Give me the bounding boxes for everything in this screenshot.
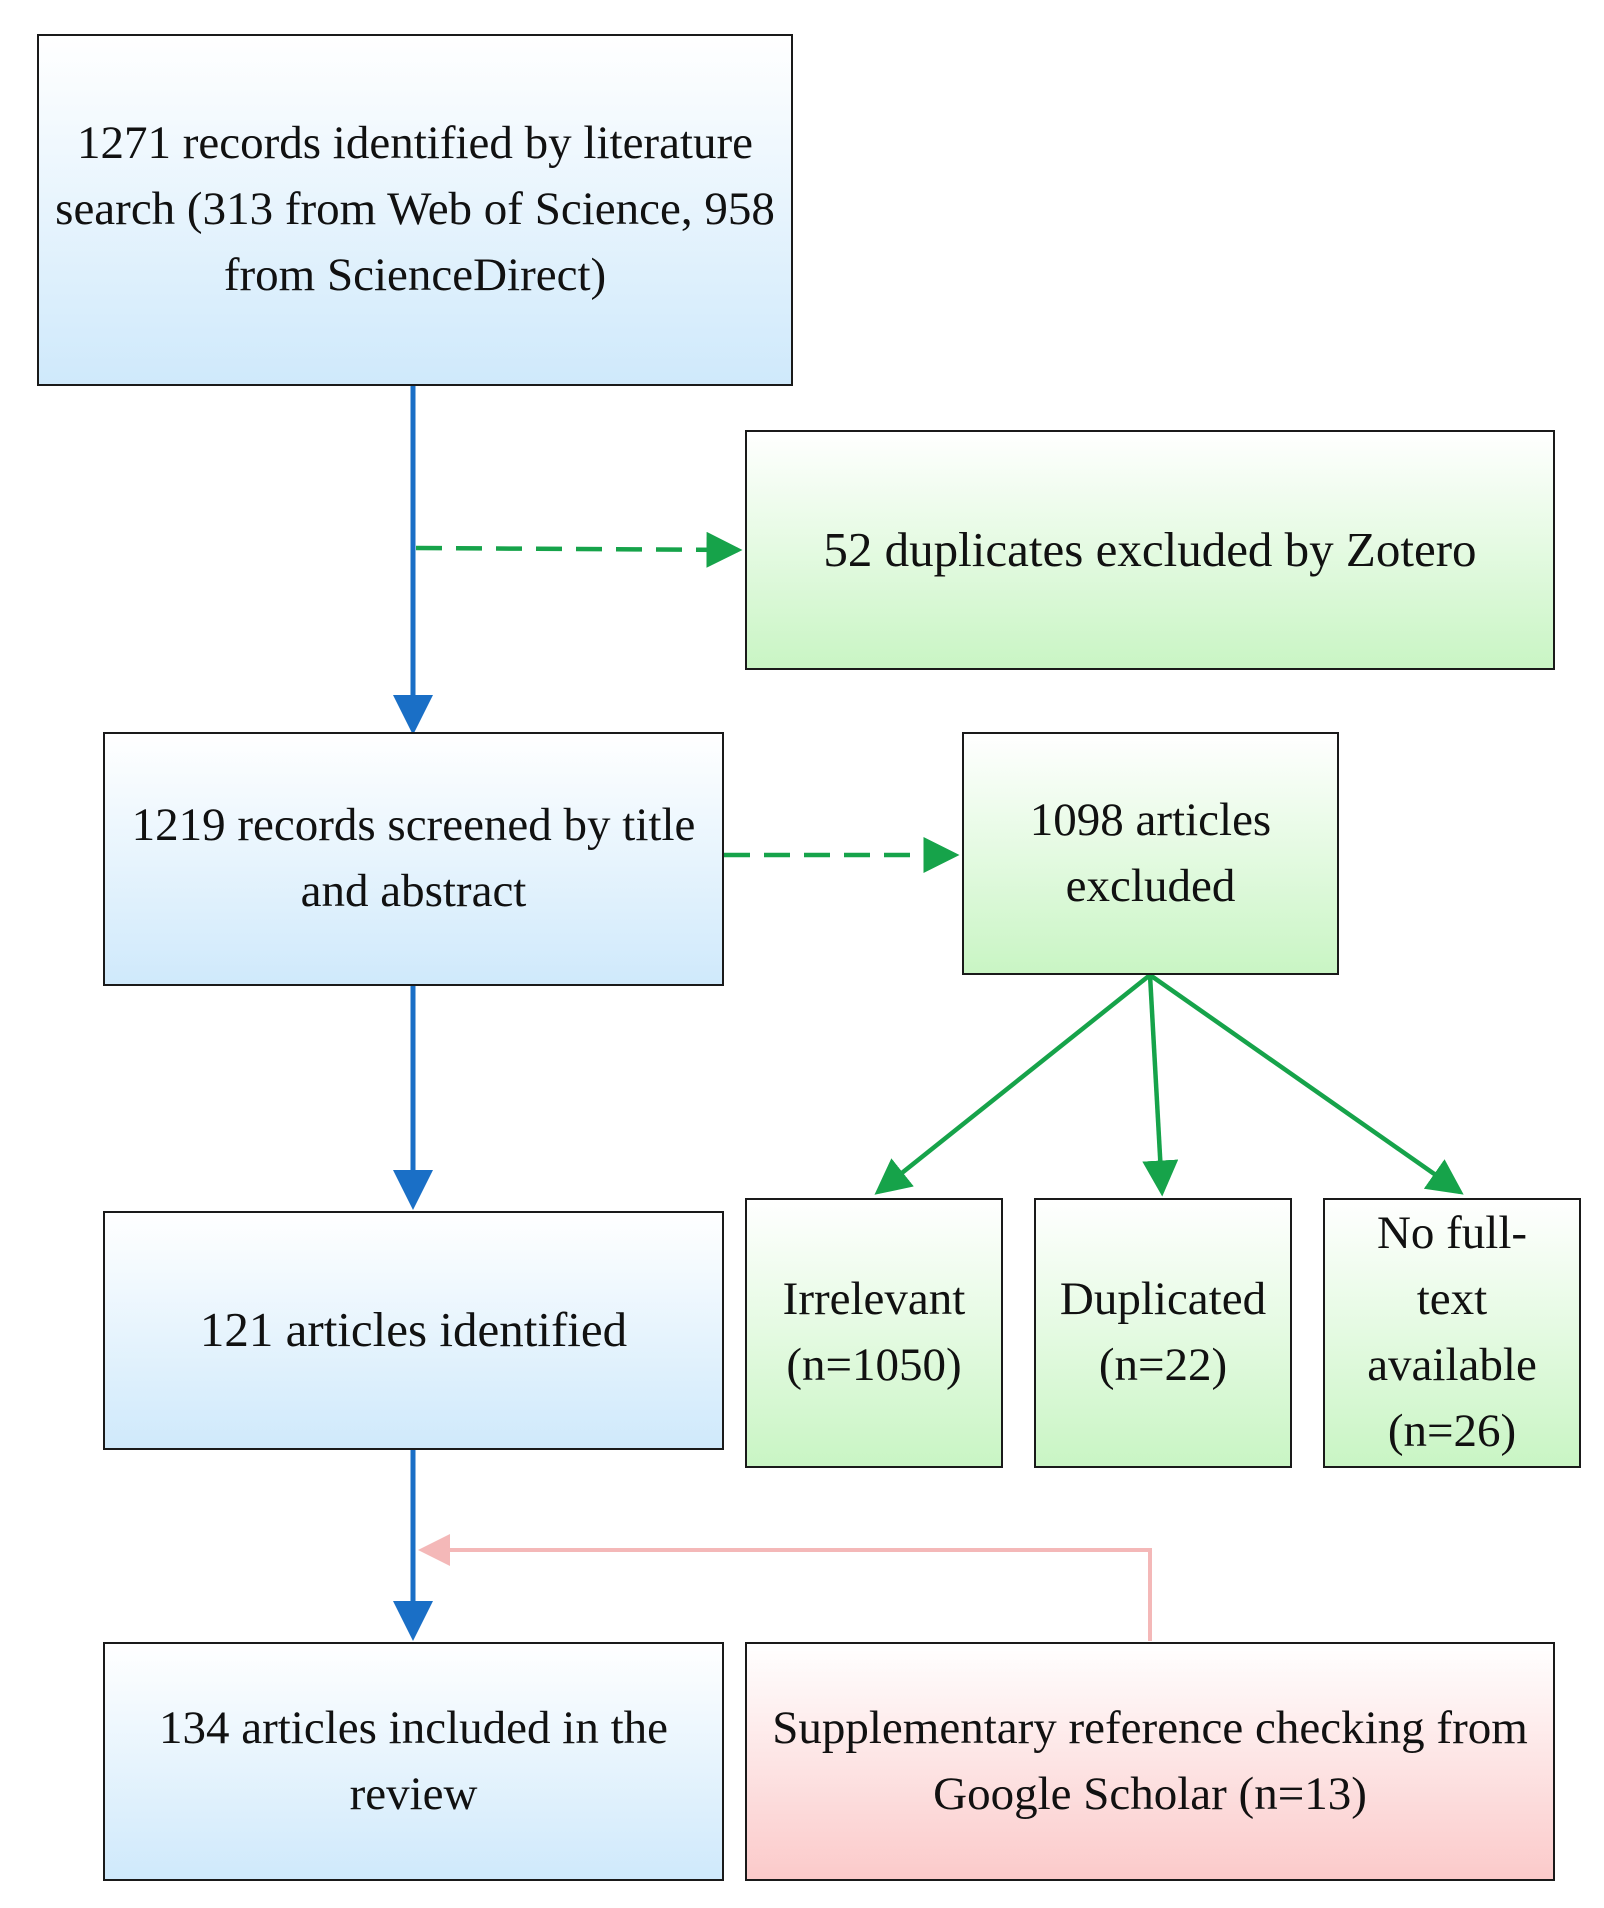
box-supplementary-checking: Supplementary reference checking from Go… xyxy=(745,1642,1555,1881)
box-articles-identified: 121 articles identified xyxy=(103,1211,724,1450)
box-articles-included: 134 articles included in the review xyxy=(103,1642,724,1881)
box-irrelevant-text: Irrelevant (n=1050) xyxy=(782,1273,966,1391)
box-duplicated: Duplicated (n=22) xyxy=(1034,1198,1292,1468)
box-duplicated-text: Duplicated (n=22) xyxy=(1059,1273,1267,1391)
arrow-excluded-to-duplicated xyxy=(1142,974,1179,1197)
arrow-excluded-to-no-fulltext xyxy=(1148,973,1464,1195)
box-irrelevant: Irrelevant (n=1050) xyxy=(745,1198,1003,1468)
box-supplementary-checking-text: Supplementary reference checking from Go… xyxy=(772,1701,1528,1820)
box-records-screened-text: 1219 records screened by title and abstr… xyxy=(131,799,696,917)
box-articles-excluded: 1098 articles excluded xyxy=(962,732,1339,975)
box-articles-excluded-text: 1098 articles excluded xyxy=(1029,793,1272,912)
box-articles-included-text: 134 articles included in the review xyxy=(158,1701,668,1820)
box-no-fulltext-text: No full-text available (n=26) xyxy=(1367,1207,1537,1457)
arrow-excluded-to-irrelevant xyxy=(874,973,1152,1195)
box-no-fulltext: No full-text available (n=26) xyxy=(1323,1198,1581,1468)
box-duplicates-zotero: 52 duplicates excluded by Zotero xyxy=(745,430,1555,670)
arrow-to-duplicates-zotero xyxy=(415,531,743,568)
box-records-screened: 1219 records screened by title and abstr… xyxy=(103,732,724,986)
box-records-identified: 1271 records identified by literature se… xyxy=(37,34,793,386)
box-records-identified-text: 1271 records identified by literature se… xyxy=(55,117,775,301)
box-articles-identified-text: 121 articles identified xyxy=(199,1302,628,1358)
box-duplicates-zotero-text: 52 duplicates excluded by Zotero xyxy=(823,521,1477,577)
arrow-supplementary-to-flow xyxy=(418,1534,1152,1641)
